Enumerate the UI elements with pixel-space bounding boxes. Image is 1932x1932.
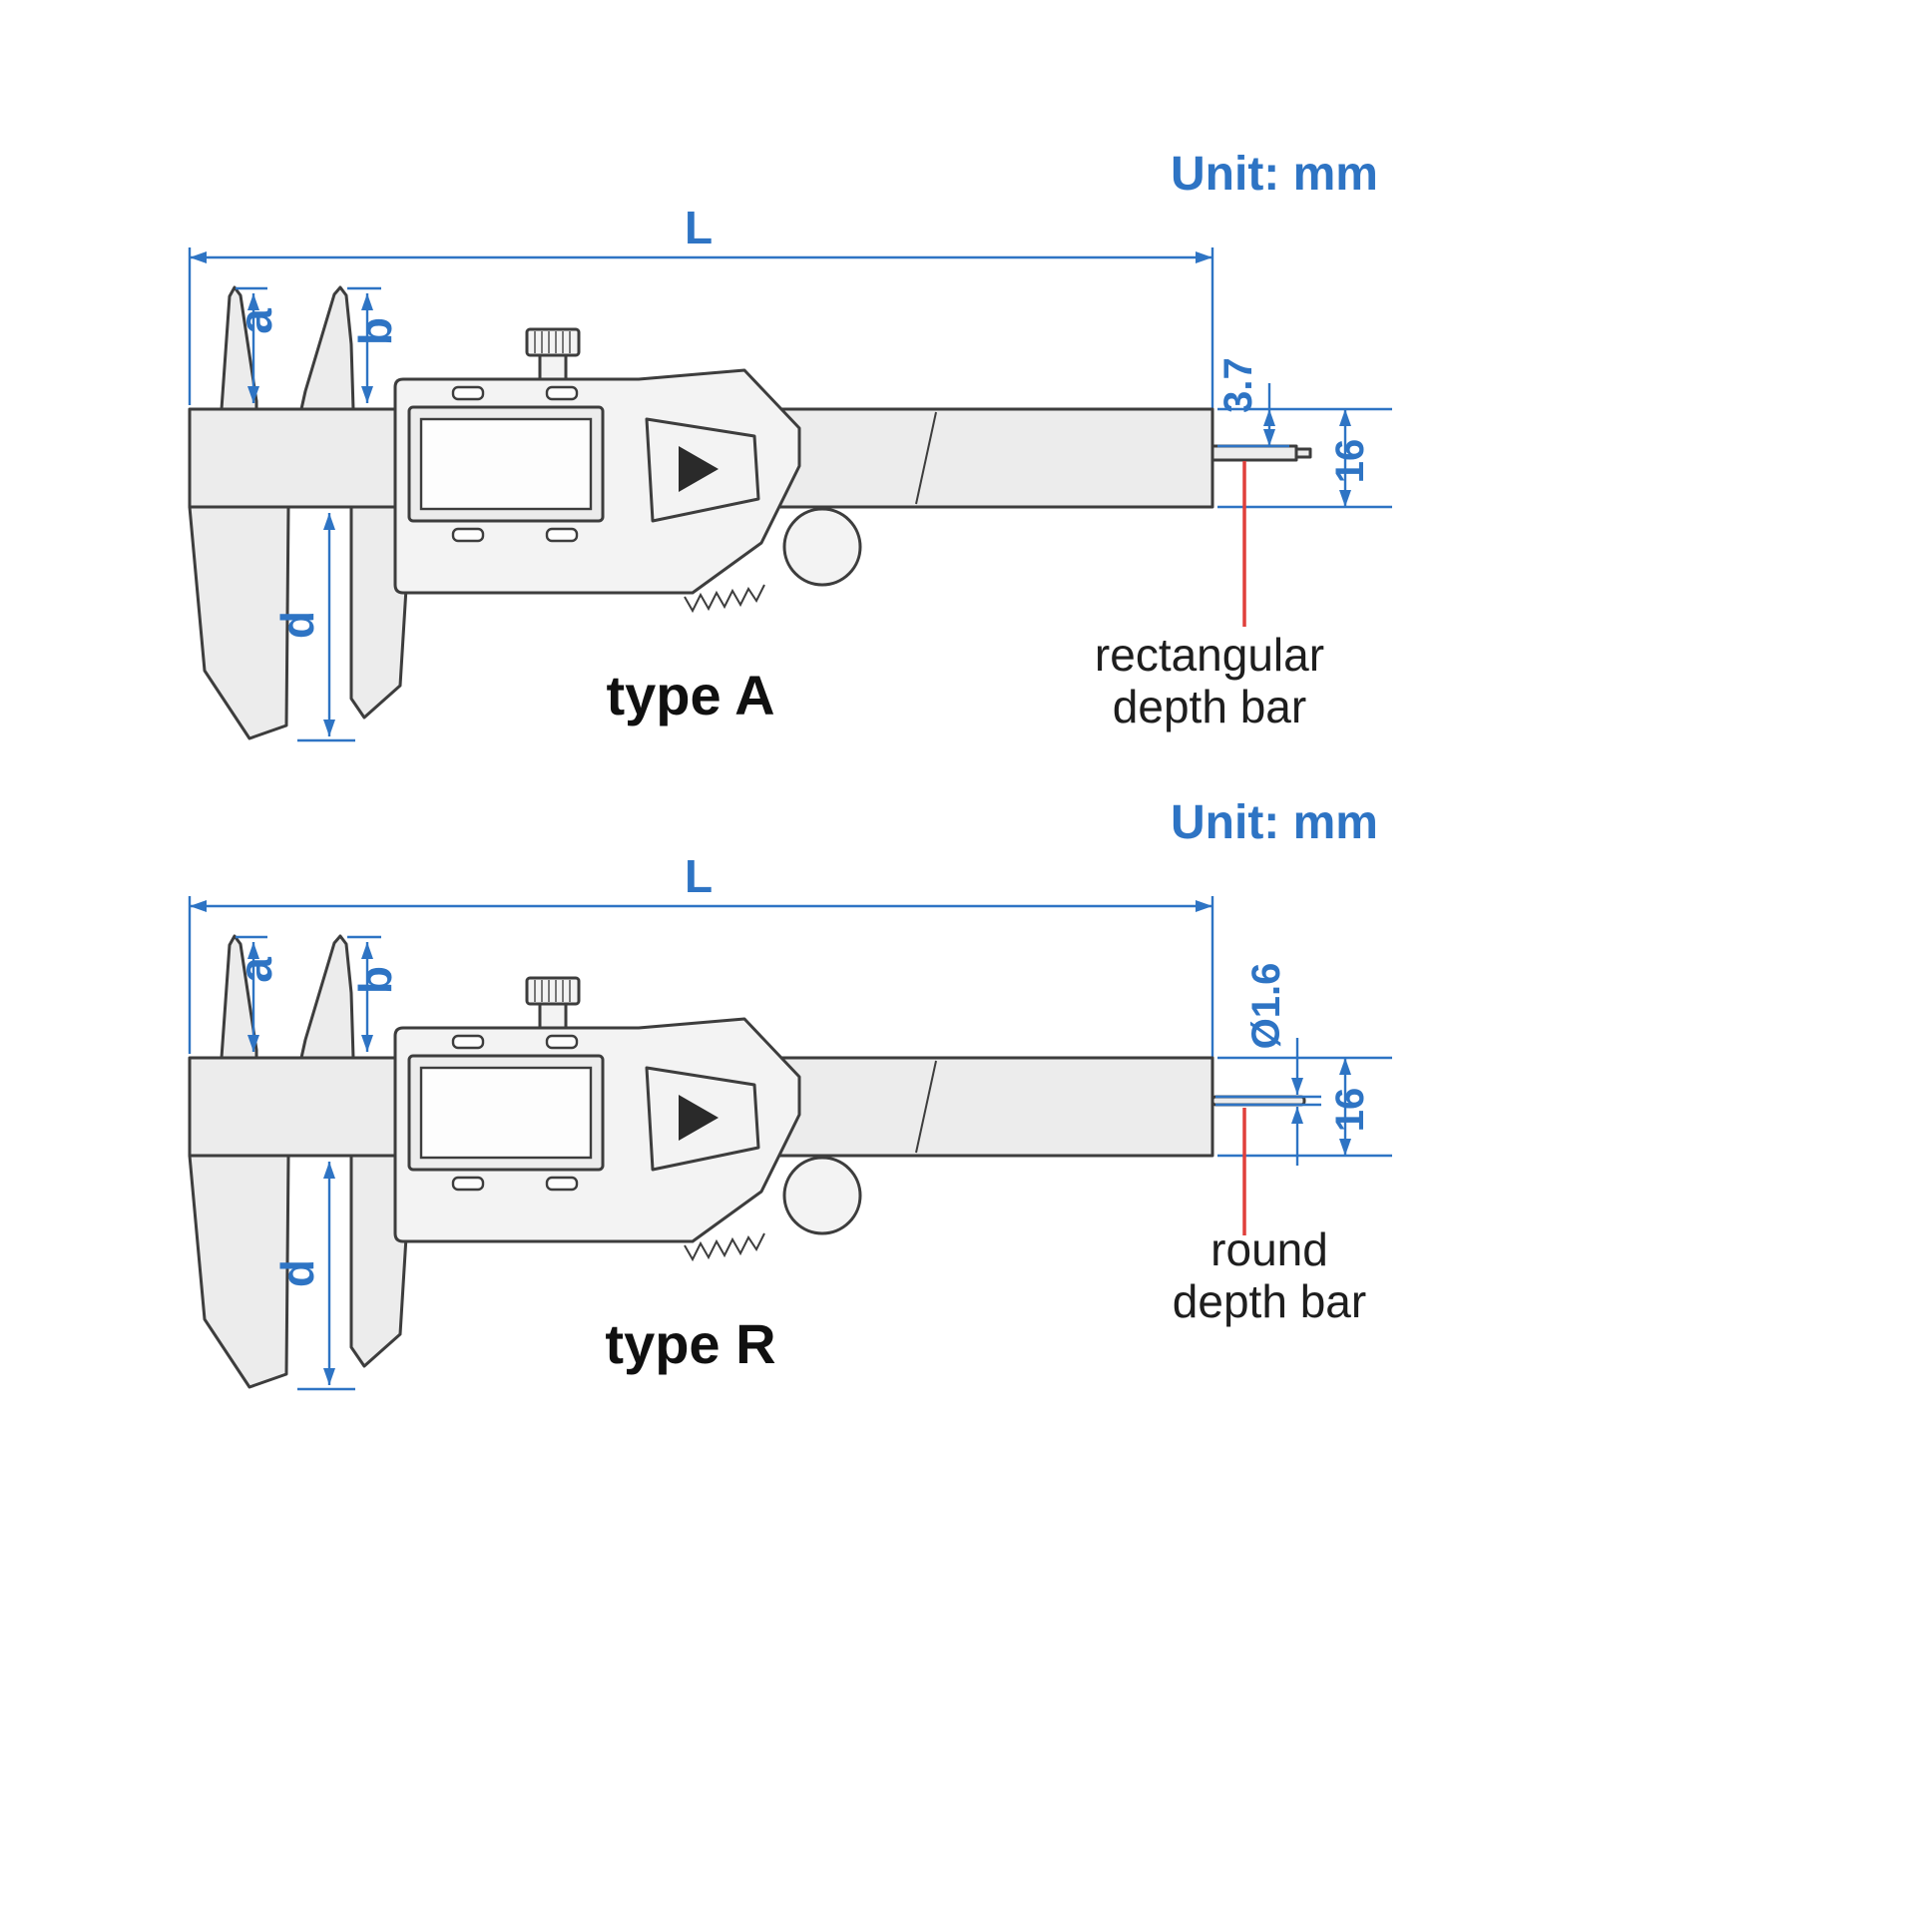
unit-label: Unit: mm bbox=[1171, 148, 1378, 201]
depth-bar-callout-line-1: round bbox=[1210, 1223, 1328, 1275]
depth-bar-offset-label: 3.7 bbox=[1216, 357, 1260, 413]
beam-height-label: 16 bbox=[1328, 1088, 1372, 1133]
dimension-a-label: a bbox=[230, 957, 281, 983]
depth-bar-callout-line-2: depth bar bbox=[1113, 681, 1306, 732]
depth-bar-callout-line-2: depth bar bbox=[1173, 1275, 1366, 1327]
depth-bar-body bbox=[1210, 444, 1298, 462]
dimension-L-label: L bbox=[685, 850, 713, 902]
dimension-a-label: a bbox=[230, 308, 281, 334]
unit-label: Unit: mm bbox=[1171, 796, 1378, 849]
type-label: type R bbox=[605, 1312, 775, 1375]
diagram-type-a: Unit: mm L a b d 3.7 16 rectangular dept… bbox=[190, 148, 1392, 740]
dimension-L-label: L bbox=[685, 202, 713, 253]
dimension-beam-height bbox=[1217, 1056, 1392, 1158]
diagram-type-r: Unit: mm L a b d Ø1.6 16 round depth bar… bbox=[190, 796, 1392, 1389]
depth-bar-callout-line-1: rectangular bbox=[1095, 629, 1324, 681]
dimension-b-label: b bbox=[349, 966, 401, 994]
dimension-beam-height bbox=[1217, 409, 1392, 509]
rectangular-depth-bar bbox=[1210, 444, 1312, 462]
dimension-d-label: d bbox=[271, 611, 323, 639]
depth-bar-tip bbox=[1294, 447, 1312, 459]
dimension-d-label: d bbox=[271, 1259, 323, 1287]
dimension-b-label: b bbox=[349, 317, 401, 345]
rod-diameter-label: Ø1.6 bbox=[1244, 963, 1288, 1050]
type-label: type A bbox=[606, 664, 774, 726]
beam-height-label: 16 bbox=[1328, 439, 1372, 484]
dimension-depth-bar-offset bbox=[1217, 383, 1392, 448]
